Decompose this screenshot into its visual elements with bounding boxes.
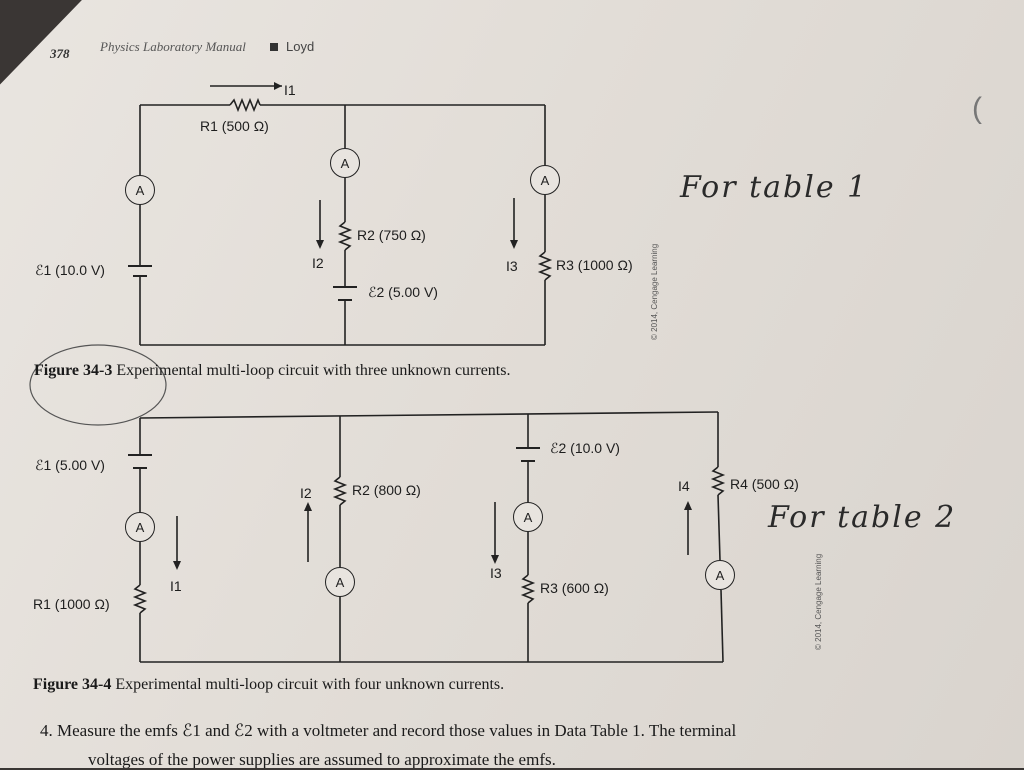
procedure-step-4-continued: voltages of the power supplies are assum… bbox=[88, 750, 556, 769]
page-edge-mark: ( bbox=[972, 92, 982, 125]
header-separator bbox=[270, 43, 278, 51]
page-number: 378 bbox=[50, 46, 70, 61]
current-i1-label: I1 bbox=[284, 82, 296, 98]
emf1-label: ℰ1 (5.00 V) bbox=[35, 457, 105, 473]
author-name: Loyd bbox=[286, 39, 315, 54]
copyright-credit: © 2014, Cengage Learning bbox=[650, 243, 659, 340]
ammeter-3: A bbox=[513, 502, 543, 532]
handwritten-note: For table 2 bbox=[768, 500, 957, 535]
current-i4-label: I4 bbox=[678, 478, 690, 494]
current-i3-label: I3 bbox=[490, 565, 502, 581]
ammeter-1: A bbox=[125, 512, 155, 542]
figure-caption-text: Experimental multi-loop circuit with thr… bbox=[116, 362, 511, 379]
current-i3-label: I3 bbox=[506, 258, 518, 274]
r1-label: R1 (1000 Ω) bbox=[33, 596, 110, 612]
emf1-label: ℰ1 (10.0 V) bbox=[35, 262, 105, 278]
r3-label: R3 (1000 Ω) bbox=[556, 257, 633, 273]
figure-number: Figure 34-3 bbox=[34, 362, 113, 379]
figure-caption-text: Experimental multi-loop circuit with fou… bbox=[115, 676, 505, 693]
procedure-step-4: 4. Measure the emfs ℰ1 and ℰ2 with a vol… bbox=[40, 721, 737, 740]
ammeter-3: A bbox=[530, 165, 560, 195]
current-i1-label: I1 bbox=[170, 578, 182, 594]
figure-caption: Figure 34-3 Experimental multi-loop circ… bbox=[34, 362, 510, 380]
current-i2-label: I2 bbox=[300, 485, 312, 501]
emf2-label: ℰ2 (5.00 V) bbox=[368, 284, 438, 300]
copyright-credit: © 2014, Cengage Learning bbox=[814, 553, 823, 650]
ammeter-1: A bbox=[125, 175, 155, 205]
current-i2-label: I2 bbox=[312, 255, 324, 271]
r3-label: R3 (600 Ω) bbox=[540, 580, 609, 596]
r2-label: R2 (750 Ω) bbox=[357, 227, 426, 243]
ammeter-2: A bbox=[325, 567, 355, 597]
figure-caption: Figure 34-4 Experimental multi-loop circ… bbox=[33, 676, 504, 694]
r2-label: R2 (800 Ω) bbox=[352, 482, 421, 498]
figure-number: Figure 34-4 bbox=[33, 676, 112, 693]
r4-label: R4 (500 Ω) bbox=[730, 476, 799, 492]
handwritten-note: For table 1 bbox=[680, 170, 869, 205]
ammeter-4: A bbox=[705, 560, 735, 590]
ammeter-2: A bbox=[330, 148, 360, 178]
book-title: Physics Laboratory Manual bbox=[100, 39, 246, 54]
r1-label: R1 (500 Ω) bbox=[200, 118, 269, 134]
emf2-label: ℰ2 (10.0 V) bbox=[550, 440, 620, 456]
